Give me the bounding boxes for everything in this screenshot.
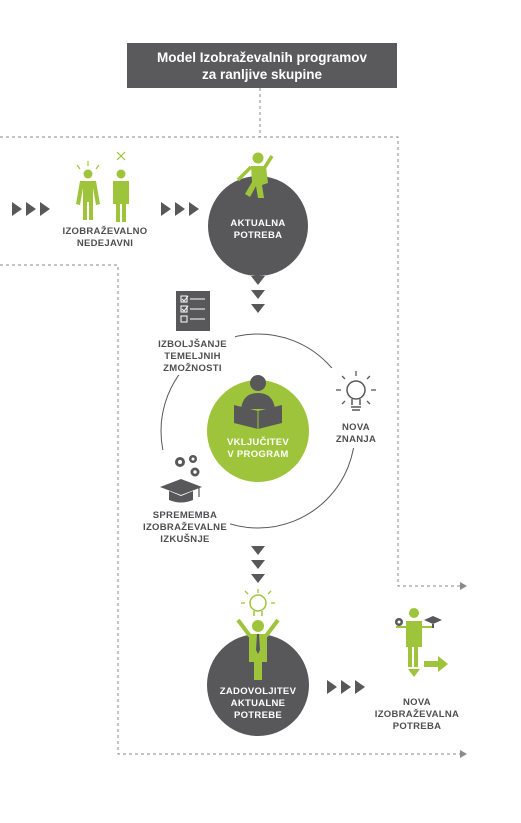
- ring-gap-basic-skills: [150, 335, 235, 375]
- reader-icon: [234, 375, 282, 429]
- label-new-need: NOVA IZOBRAŽEVALNA POTREBA: [362, 697, 472, 733]
- label-new-knowledge-line-1: NOVA: [342, 422, 370, 433]
- label-inclusion: VKLJUČITEV V PROGRAM: [208, 437, 308, 461]
- top-loop-line: [0, 136, 460, 587]
- lightbulb-icon: [336, 371, 376, 411]
- arrows-down-to-satisfaction: [251, 546, 265, 583]
- label-inactive-line-1: IZOBRAŽEVALNO: [62, 226, 148, 237]
- arrowhead-right-bottom: [460, 750, 467, 758]
- arrows-to-new-need: [327, 680, 365, 694]
- satisfaction-circle: [207, 634, 309, 736]
- label-experience-change-line-3: IZKUŠNJE: [160, 534, 210, 545]
- cheering-figure-icon: [236, 589, 280, 680]
- inactive-people-icon: [76, 151, 129, 222]
- checklist-icon: [176, 291, 210, 331]
- bottom-loop-line: [0, 264, 460, 755]
- label-satisfaction: ZADOVOLJITEV AKTUALNE POTREBE: [203, 686, 313, 722]
- label-basic-skills: IZBOLJŠANJE TEMELJNIH ZMOŽNOSTI: [145, 339, 240, 375]
- title-line-1: Model Izobraževalnih programov: [156, 49, 368, 65]
- label-current-need: AKTUALNA POTREBA: [208, 218, 308, 242]
- label-new-need-line-3: POTREBA: [392, 721, 442, 732]
- label-experience-change: SPREMEMBA IZOBRAŽEVALNE IZKUŠNJE: [130, 510, 240, 546]
- label-inclusion-line-2: V PROGRAM: [227, 449, 289, 460]
- label-basic-skills-line-2: TEMELJNIH: [164, 351, 221, 362]
- arrows-down-to-program: [251, 276, 265, 313]
- label-basic-skills-line-1: IZBOLJŠANJE: [158, 339, 227, 350]
- label-new-knowledge-line-2: ZNANJA: [335, 434, 377, 445]
- label-new-need-line-2: IZOBRAŽEVALNA: [374, 709, 460, 720]
- label-inclusion-line-1: VKLJUČITEV: [226, 437, 290, 448]
- label-new-need-line-1: NOVA: [403, 697, 431, 708]
- label-new-knowledge: NOVA ZNANJA: [321, 422, 391, 446]
- inclusion-circle: [207, 380, 309, 482]
- label-current-need-line-2: POTREBA: [233, 230, 283, 241]
- label-satisfaction-line-3: POTREBE: [233, 710, 283, 721]
- label-current-need-line-1: AKTUALNA: [230, 218, 286, 229]
- arrowhead-right-top: [460, 582, 467, 590]
- arrows-to-current-need: [161, 202, 199, 216]
- label-basic-skills-line-3: ZMOŽNOSTI: [163, 363, 222, 374]
- label-inactive: IZOBRAŽEVALNO NEDEJAVNI: [50, 226, 160, 250]
- title-line-2: za ranljive skupine: [201, 66, 323, 82]
- label-experience-change-line-1: SPREMEMBA: [152, 510, 218, 521]
- stressed-figure-icon: [236, 152, 274, 198]
- graduation-cap-icon: [160, 479, 202, 503]
- arrows-inactive-in: [12, 202, 50, 216]
- label-experience-change-line-2: IZOBRAŽEVALNE: [143, 522, 227, 533]
- diagram-title: Model Izobraževalnih programov za ranlji…: [127, 43, 397, 88]
- label-satisfaction-line-2: AKTUALNE: [230, 698, 286, 709]
- current-need-circle: [208, 176, 308, 276]
- gears-icon: [175, 455, 200, 477]
- balancing-person-icon: [395, 608, 448, 677]
- connector-lines: [0, 88, 460, 755]
- connector-arrowheads: [460, 582, 467, 758]
- label-satisfaction-line-1: ZADOVOLJITEV: [219, 686, 297, 697]
- label-inactive-line-2: NEDEJAVNI: [76, 238, 134, 249]
